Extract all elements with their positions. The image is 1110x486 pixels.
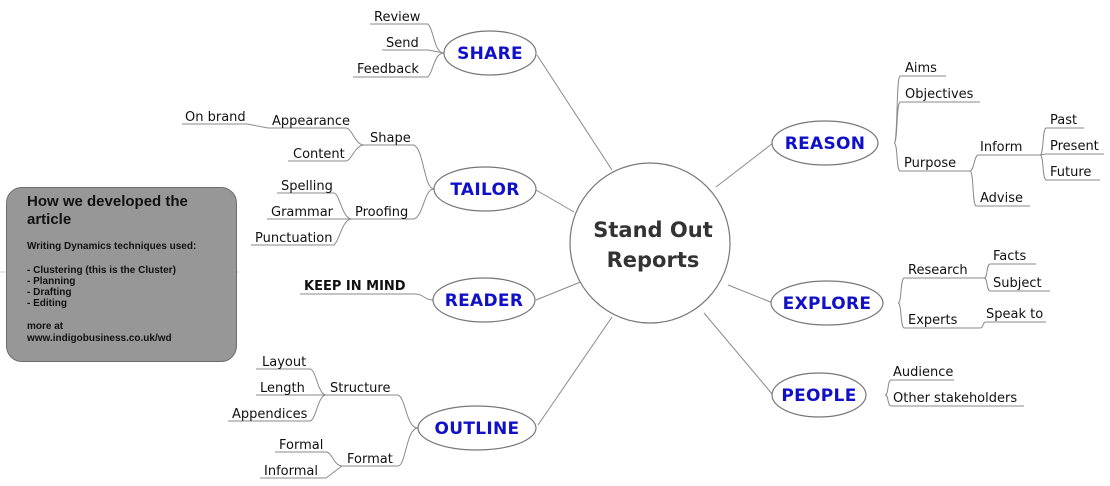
people-other-stakeholders-label: Other stakeholders	[893, 391, 1017, 406]
reason-future-label: Future	[1050, 165, 1091, 180]
share-label: SHARE	[457, 44, 523, 64]
info-box-title: How we developed the article	[27, 193, 188, 228]
info-box: How we developed the article Writing Dyn…	[6, 187, 237, 362]
branch-reader: READER	[432, 277, 536, 323]
outline-bubble	[417, 405, 537, 451]
explore-label: EXPLORE	[783, 294, 872, 314]
center-title-line1: Stand Out	[593, 218, 712, 242]
reader-label: READER	[445, 291, 523, 311]
tailor-appearance-label: Appearance	[272, 114, 350, 129]
info-box-item: - Drafting	[27, 287, 72, 298]
outline-label: OUTLINE	[435, 419, 520, 439]
tailor-spelling-label: Spelling	[281, 179, 333, 194]
tailor-punctuation-label: Punctuation	[255, 231, 332, 246]
explore-experts-label: Experts	[908, 313, 958, 328]
explore-facts-label: Facts	[993, 249, 1026, 264]
share-bubble	[443, 30, 537, 76]
reason-objectives-label: Objectives	[905, 87, 974, 102]
branch-explore: EXPLORE	[770, 280, 884, 326]
outline-informal-label: Informal	[264, 464, 318, 479]
reason-inform-label: Inform	[980, 140, 1022, 155]
explore-speak-to-label: Speak to	[986, 307, 1043, 322]
reason-bubble	[771, 120, 879, 166]
info-box-footer-url: www.indigobusiness.co.uk/wd	[27, 333, 172, 344]
share-leaf-send: Send	[386, 36, 419, 51]
explore-bubble	[770, 280, 884, 326]
info-box-item: - Planning	[27, 276, 76, 287]
explore-subject-label: Subject	[993, 276, 1042, 291]
outline-formal-label: Formal	[279, 438, 323, 453]
tailor-proofing-label: Proofing	[355, 205, 408, 220]
outline-length-label: Length	[260, 381, 305, 396]
reason-present-label: Present	[1050, 139, 1099, 154]
reason-purpose-label: Purpose	[904, 156, 956, 171]
center-circle	[569, 162, 731, 324]
share-leaf-review: Review	[374, 10, 421, 25]
reader-bubble	[432, 277, 536, 323]
people-label: PEOPLE	[781, 386, 856, 406]
connectors	[182, 23, 1104, 479]
share-leaf-feedback: Feedback	[357, 62, 419, 77]
tailor-bubble	[433, 166, 537, 212]
tailor-shape-label: Shape	[370, 131, 411, 146]
reason-past-label: Past	[1050, 113, 1077, 128]
branch-share: SHARE	[443, 30, 537, 76]
info-box-item: - Clustering (this is the Cluster)	[27, 265, 176, 276]
reason-leaves: Aims Objectives Purpose Inform Past Pres…	[904, 61, 1099, 206]
outline-structure-label: Structure	[330, 381, 390, 396]
tailor-label: TAILOR	[450, 180, 519, 200]
reason-aims-label: Aims	[905, 61, 937, 76]
explore-leaves: Research Facts Subject Experts Speak to	[908, 249, 1043, 328]
reader-leaves: KEEP IN MIND	[304, 279, 406, 294]
outline-appendices-label: Appendices	[232, 407, 308, 422]
explore-research-label: Research	[908, 263, 968, 278]
reason-label: REASON	[785, 134, 866, 154]
branch-reason: REASON	[771, 120, 879, 166]
tailor-on-brand-label: On brand	[185, 110, 246, 125]
tailor-grammar-label: Grammar	[271, 205, 334, 220]
center-node: Stand Out Reports	[569, 162, 731, 324]
reader-keep-in-mind-label: KEEP IN MIND	[304, 279, 406, 294]
tailor-content-label: Content	[293, 147, 345, 162]
center-title-line2: Reports	[607, 248, 700, 272]
people-bubble	[771, 372, 867, 418]
tailor-leaves: Shape Appearance On brand Content Proofi…	[185, 110, 411, 246]
outline-layout-label: Layout	[262, 355, 306, 370]
people-audience-label: Audience	[893, 365, 953, 380]
info-box-subtitle: Writing Dynamics techniques used:	[27, 241, 197, 252]
reason-advise-label: Advise	[980, 191, 1023, 206]
info-box-list: - Clustering (this is the Cluster) - Pla…	[27, 265, 226, 309]
share-leaves: Review Send Feedback	[357, 10, 421, 77]
info-box-footer-line1: more at	[27, 321, 64, 332]
info-box-item: - Editing	[27, 298, 67, 309]
branch-tailor: TAILOR	[433, 166, 537, 212]
branch-people: PEOPLE	[771, 372, 867, 418]
outline-format-label: Format	[347, 452, 393, 467]
branch-outline: OUTLINE	[417, 405, 537, 451]
outline-leaves: Structure Layout Length Appendices Forma…	[232, 355, 393, 479]
people-leaves: Audience Other stakeholders	[893, 365, 1017, 406]
